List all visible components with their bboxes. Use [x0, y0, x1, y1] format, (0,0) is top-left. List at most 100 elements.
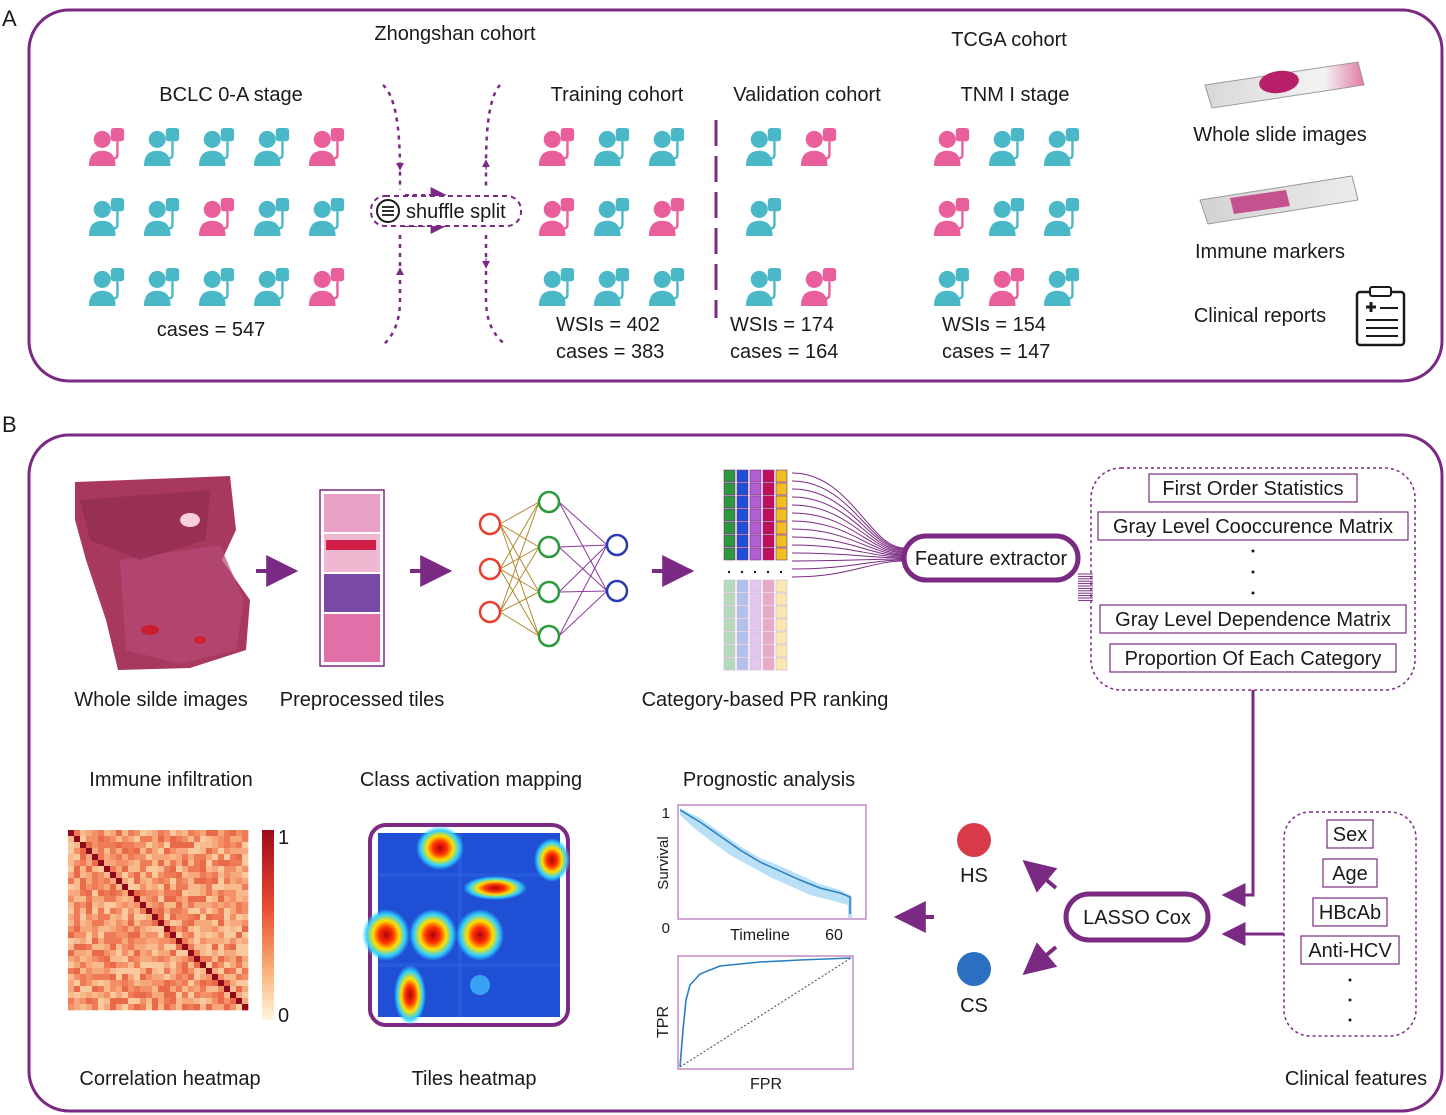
heatmap-cell — [116, 848, 123, 855]
heatmap-cell — [194, 926, 201, 933]
heatmap-cell — [86, 980, 93, 987]
heatmap-cell — [242, 872, 249, 879]
whole-slide-image-icon — [1204, 61, 1365, 109]
heatmap-cell — [128, 914, 135, 921]
heatmap-cell — [146, 848, 153, 855]
roc-plot — [677, 955, 854, 1070]
hs-dot — [957, 823, 991, 857]
heatmap-cell — [182, 842, 189, 849]
heatmap-cell — [224, 848, 231, 855]
patient-icon — [538, 268, 576, 306]
pr-cell-top — [723, 482, 736, 496]
heatmap-cell — [152, 968, 159, 975]
heatmap-cell — [92, 836, 99, 843]
whole-slide-tissue — [75, 476, 250, 670]
heatmap-cell — [212, 980, 219, 987]
heatmap-cell — [224, 890, 231, 897]
heatmap-cell — [188, 830, 195, 837]
heatmap-cell — [206, 896, 213, 903]
heatmap-cell — [176, 908, 183, 915]
patient-icon — [88, 198, 126, 236]
heatmap-cell — [194, 884, 201, 891]
heatmap-cell — [242, 848, 249, 855]
heatmap-cell — [182, 878, 189, 885]
heatmap-cell — [212, 938, 219, 945]
training-wsis: WSIs = 402 — [556, 314, 660, 336]
heatmap-cell — [212, 1004, 219, 1011]
heatmap-cell — [122, 938, 129, 945]
heatmap-cell — [110, 896, 117, 903]
heatmap-cell — [92, 914, 99, 921]
heatmap-cell — [110, 830, 117, 837]
patient-icon — [143, 198, 181, 236]
heatmap-cell — [146, 980, 153, 987]
heatmap-cell — [140, 974, 147, 981]
heatmap-cell — [86, 902, 93, 909]
heatmap-cell — [140, 836, 147, 843]
heatmap-cell — [134, 998, 141, 1005]
patient-icon — [745, 128, 783, 166]
pr-cell-bottom — [749, 644, 762, 658]
heatmap-cell — [188, 980, 195, 987]
heatmap-cell — [116, 932, 123, 939]
heatmap-cell — [206, 866, 213, 873]
heatmap-cell — [218, 956, 225, 963]
heatmap-cell — [68, 896, 75, 903]
heatmap-cell — [242, 920, 249, 927]
heatmap-cell — [230, 884, 237, 891]
heatmap-cell — [92, 974, 99, 981]
pr-cell-top — [749, 495, 762, 509]
heatmap-cell — [224, 878, 231, 885]
heatmap-cell — [134, 878, 141, 885]
pr-cell-top — [775, 521, 788, 535]
pr-cell-top — [775, 469, 788, 483]
heatmap-cell — [122, 920, 129, 927]
pr-cell-bottom — [723, 631, 736, 645]
heatmap-cell — [74, 938, 81, 945]
zhongshan-title: Zhongshan cohort — [374, 23, 536, 45]
heatmap-cell — [182, 836, 189, 843]
heatmap-cell — [116, 866, 123, 873]
heatmap-cell — [92, 968, 99, 975]
fan-line — [791, 560, 905, 578]
heatmap-cell — [134, 836, 141, 843]
heatmap-cell — [74, 896, 81, 903]
heatmap-cell — [104, 956, 111, 963]
tnm-title: TNM I stage — [961, 84, 1070, 106]
clinical-item-box — [1312, 897, 1388, 927]
heatmap-cell — [110, 908, 117, 915]
validation-cases: cases = 164 — [730, 341, 838, 363]
heatmap-cell — [140, 896, 147, 903]
fan-line — [791, 504, 905, 553]
correlation-heatmap — [68, 830, 249, 1011]
heatmap-cell — [224, 914, 231, 921]
heatmap-cell — [242, 932, 249, 939]
heatmap-cell — [158, 968, 165, 975]
heatmap-cell — [212, 854, 219, 861]
heatmap-cell — [104, 878, 111, 885]
heatmap-cell — [230, 878, 237, 885]
feature-item-box — [1097, 511, 1409, 541]
heatmap-cell — [218, 830, 225, 837]
heatmap-cell — [236, 992, 243, 999]
heatmap-cell — [128, 860, 135, 867]
heatmap-cell — [128, 998, 135, 1005]
pr-cell-bottom — [775, 605, 788, 619]
heatmap-cell — [236, 962, 243, 969]
heatmap-cell — [230, 944, 237, 951]
heatmap-cell — [206, 908, 213, 915]
nn-edge — [558, 544, 608, 637]
heatmap-cell — [86, 920, 93, 927]
heatmap-cell — [230, 980, 237, 987]
heatmap-cell — [194, 974, 201, 981]
heatmap-cell — [200, 986, 207, 993]
patient-icon — [648, 198, 686, 236]
patient-icon — [308, 198, 346, 236]
pr-cell-top — [749, 508, 762, 522]
heatmap-cell — [200, 836, 207, 843]
heatmap-cell — [164, 878, 171, 885]
heatmap-cell — [206, 968, 213, 975]
heatmap-cell — [92, 902, 99, 909]
clinical-item-label: HBcAb — [1319, 902, 1381, 924]
